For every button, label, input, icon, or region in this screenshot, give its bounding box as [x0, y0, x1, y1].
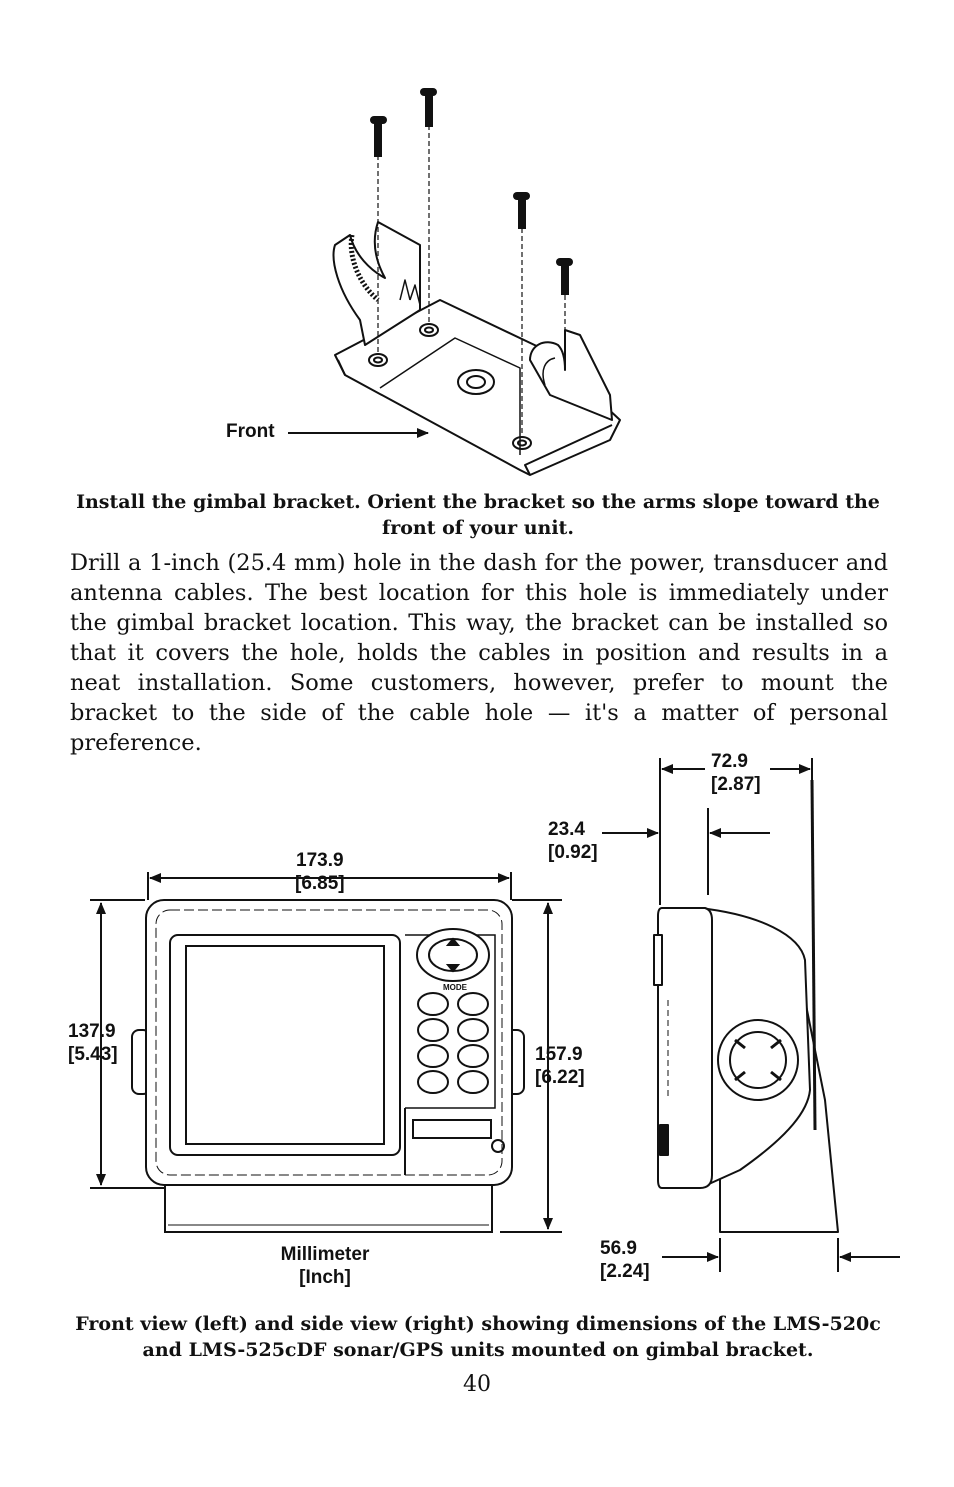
dimension-width-label: 173.9[6.85] [295, 850, 345, 894]
dimension-base-label: 56.9[2.24] [600, 1238, 650, 1282]
dimension-height-label: 137.9[5.43] [68, 1021, 118, 1065]
dimension-total-height-label: 157.9[6.22] [535, 1044, 585, 1088]
front-label: Front [226, 421, 275, 442]
gimbal-bracket-drawing [332, 221, 621, 476]
dimension-bezel-label: 23.4[0.92] [548, 819, 598, 863]
mode-key-label: MODE [443, 983, 467, 992]
units-legend: Millimeter[Inch] [280, 1244, 370, 1288]
dimension-lines [90, 872, 562, 1233]
screw-icon [370, 88, 573, 435]
figure-caption-dimensions: Front view (left) and side view (right) … [75, 1313, 881, 1361]
dimension-depth-label: 72.9[2.87] [711, 751, 761, 795]
body-paragraph: Drill a 1-inch (25.4 mm) hole in the das… [70, 550, 888, 756]
page-number: 40 [463, 1372, 491, 1397]
unit-front-view [131, 899, 525, 1233]
side-dimension-lines [602, 758, 900, 1272]
unit-side-view [653, 779, 839, 1233]
figure-caption-bracket: Install the gimbal bracket. Orient the b… [76, 491, 880, 539]
